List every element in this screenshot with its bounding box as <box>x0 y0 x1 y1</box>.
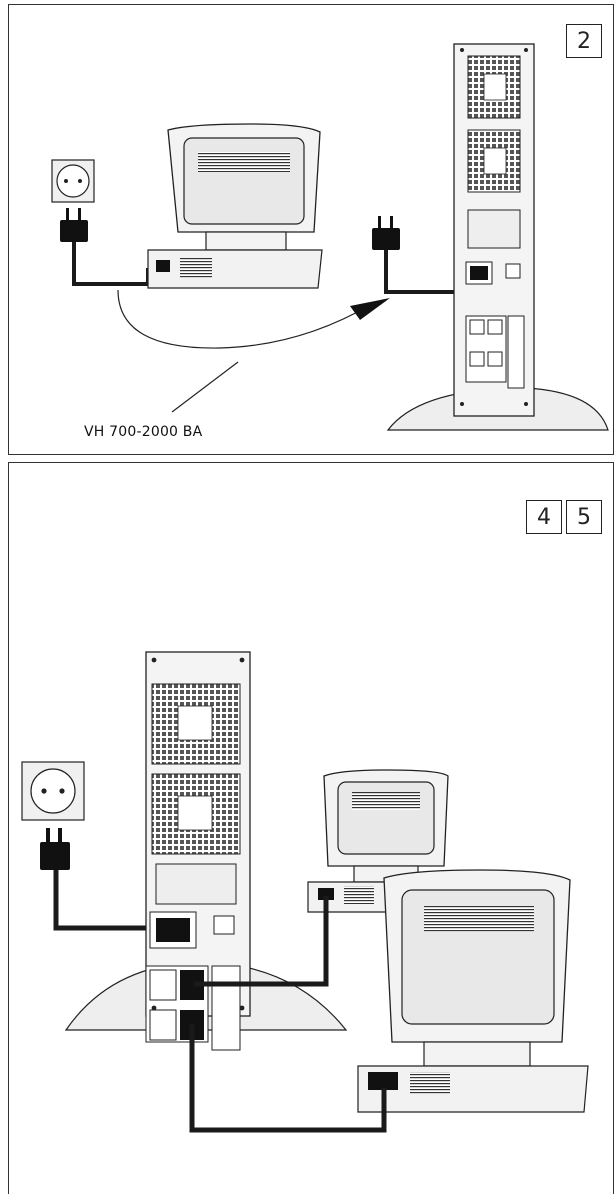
arrow-head-icon <box>350 298 390 320</box>
wall-socket-icon <box>22 762 84 820</box>
computer-monitor-icon <box>384 870 570 1066</box>
computer-case-icon <box>148 250 322 288</box>
ups-tower-icon <box>388 44 608 430</box>
power-plug-icon <box>372 216 400 250</box>
ups-tower-icon <box>66 652 346 1050</box>
power-plug-icon <box>40 828 70 870</box>
computer-monitor-icon <box>168 124 320 250</box>
computer-monitor-icon <box>324 770 448 882</box>
computer-case-icon <box>358 1066 588 1112</box>
power-plug-icon <box>60 208 88 242</box>
wall-socket-icon <box>52 160 94 202</box>
